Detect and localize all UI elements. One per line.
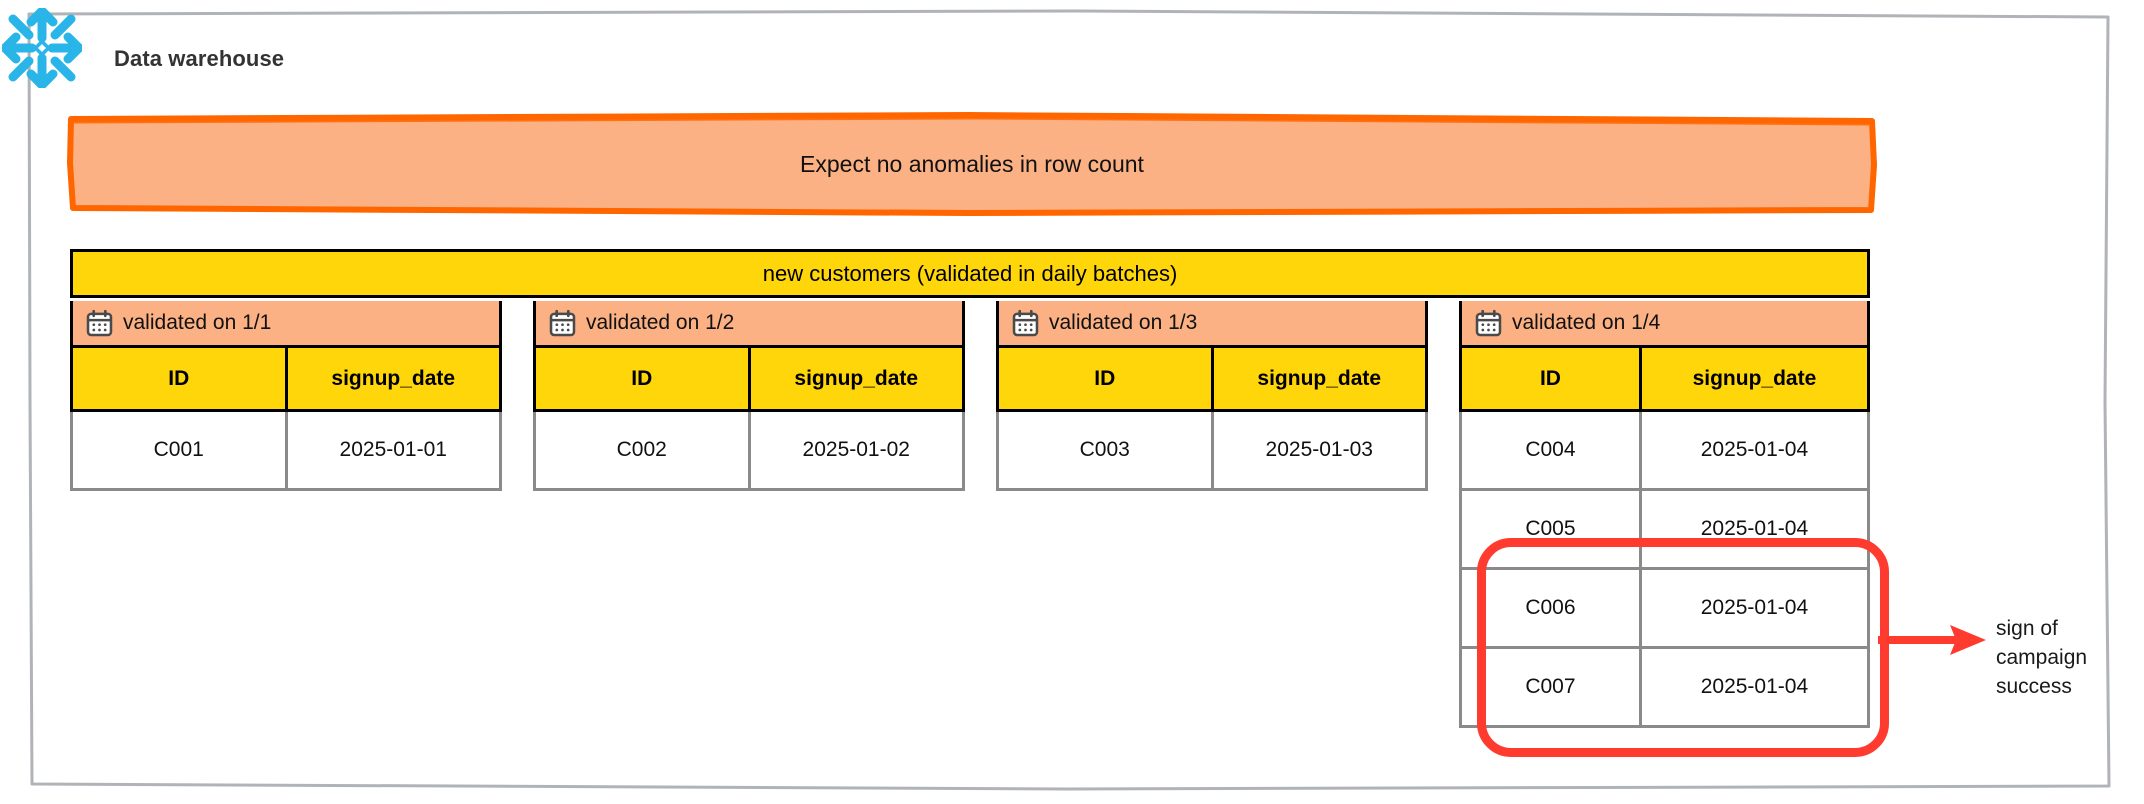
table-row: C002 2025-01-02 xyxy=(533,412,965,491)
expectation-banner: Expect no anomalies in row count xyxy=(67,112,1877,216)
annotation-text: sign of campaign success xyxy=(1996,614,2144,701)
cell-id: C002 xyxy=(536,412,751,488)
page-title: Data warehouse xyxy=(114,46,285,71)
column-header-id: ID xyxy=(73,348,288,409)
cell-signup-date: 2025-01-02 xyxy=(750,412,962,488)
calendar-icon xyxy=(1475,309,1502,336)
column-headers-3: ID signup_date xyxy=(996,348,1428,412)
table-row: C005 2025-01-04 xyxy=(1459,491,1870,570)
cell-id: C006 xyxy=(1462,570,1642,646)
cell-signup-date: 2025-01-03 xyxy=(1213,412,1425,488)
column-headers-4: ID signup_date xyxy=(1459,348,1870,412)
batch-header-3: validated on 1/3 xyxy=(996,301,1428,348)
batch-label-1: validated on 1/1 xyxy=(123,311,272,334)
calendar-icon xyxy=(549,309,576,336)
cell-signup-date: 2025-01-04 xyxy=(1641,649,1867,725)
calendar-icon xyxy=(86,309,113,336)
batch-label-4: validated on 1/4 xyxy=(1512,311,1661,334)
column-headers-2: ID signup_date xyxy=(533,348,965,412)
table-row: C001 2025-01-01 xyxy=(70,412,502,491)
batch-column-2: validated on 1/2 ID signup_date C002 202… xyxy=(533,301,965,491)
cell-signup-date: 2025-01-04 xyxy=(1641,570,1867,646)
table-row: C004 2025-01-04 xyxy=(1459,412,1870,491)
table-row: C003 2025-01-03 xyxy=(996,412,1428,491)
column-header-id: ID xyxy=(536,348,751,409)
batch-column-1: validated on 1/1 ID signup_date C001 202… xyxy=(70,301,502,491)
column-header-id: ID xyxy=(999,348,1214,409)
cell-signup-date: 2025-01-04 xyxy=(1641,491,1867,567)
batch-label-2: validated on 1/2 xyxy=(586,311,735,334)
annotation-line-3: success xyxy=(1996,675,2072,698)
calendar-icon xyxy=(1012,309,1039,336)
column-headers-1: ID signup_date xyxy=(70,348,502,412)
batch-column-4: validated on 1/4 ID signup_date C004 202… xyxy=(1459,301,1870,728)
column-header-signup-date: signup_date xyxy=(287,348,499,409)
table-title: new customers (validated in daily batche… xyxy=(70,249,1870,298)
cell-id: C005 xyxy=(1462,491,1642,567)
cell-id: C003 xyxy=(999,412,1214,488)
cell-id: C001 xyxy=(73,412,288,488)
annotation-line-2: campaign xyxy=(1996,646,2088,669)
batch-column-3: validated on 1/3 ID signup_date C003 202… xyxy=(996,301,1428,491)
batch-label-3: validated on 1/3 xyxy=(1049,311,1198,334)
cell-id: C004 xyxy=(1462,412,1642,488)
table-row: C007 2025-01-04 xyxy=(1459,649,1870,728)
batch-header-1: validated on 1/1 xyxy=(70,301,502,348)
column-header-signup-date: signup_date xyxy=(750,348,962,409)
table-row: C006 2025-01-04 xyxy=(1459,570,1870,649)
cell-signup-date: 2025-01-01 xyxy=(287,412,499,488)
cell-id: C007 xyxy=(1462,649,1642,725)
cell-signup-date: 2025-01-04 xyxy=(1641,412,1867,488)
snowflake-logo xyxy=(0,6,84,90)
annotation-arrow-icon xyxy=(1878,620,1990,660)
expectation-banner-text: Expect no anomalies in row count xyxy=(800,150,1144,177)
batch-header-4: validated on 1/4 xyxy=(1459,301,1870,348)
batch-header-2: validated on 1/2 xyxy=(533,301,965,348)
data-warehouse-container xyxy=(27,9,2111,791)
column-header-id: ID xyxy=(1462,348,1642,409)
annotation-line-1: sign of xyxy=(1996,617,2058,640)
column-header-signup-date: signup_date xyxy=(1213,348,1425,409)
column-header-signup-date: signup_date xyxy=(1641,348,1867,409)
